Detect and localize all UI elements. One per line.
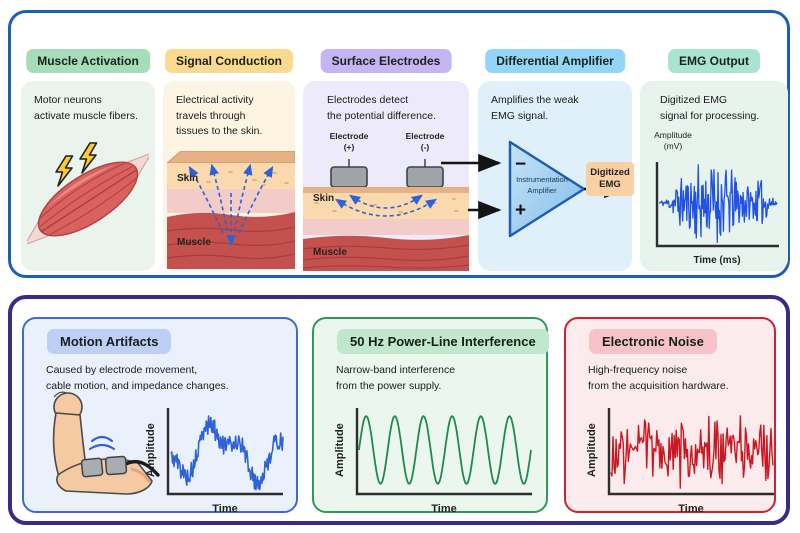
power-line-description: Narrow-band interference from the power …: [336, 364, 456, 392]
step-badge-signal-conduction: Signal Conduction: [165, 49, 293, 73]
chart-ylabel: Amplitude: [586, 423, 598, 477]
chart-ylabel: Amplitude: [334, 423, 346, 477]
chart-axes: [655, 162, 779, 248]
electronic-noise-description: High-frequency noise from the acquisitio…: [588, 364, 729, 392]
chart-axes: [355, 408, 532, 496]
chart-axes: [166, 408, 283, 496]
signal-conduction-description: Electrical activity travels through tiss…: [176, 94, 263, 138]
card-surface-electrodes: Electrodes detect the potential differen…: [303, 81, 469, 271]
signal-chain-panel: Muscle Activation Signal Conduction Surf…: [8, 10, 790, 278]
electrode-plus-label: Electrode (+): [329, 131, 369, 153]
skin-label: Skin: [313, 193, 335, 204]
muscle-activation-description: Motor neurons activate muscle fibers.: [34, 94, 138, 122]
flexed-arm-illustration: [52, 391, 160, 495]
step-badge-muscle-activation: Muscle Activation: [26, 49, 150, 73]
muscle-fiber-lines: [303, 244, 469, 269]
muscle-illustration: [27, 142, 149, 246]
arm-shading: [130, 467, 151, 483]
signal-propagation-arrows: [188, 163, 274, 247]
chart-plot: [166, 408, 284, 496]
chart-plot: [355, 408, 532, 496]
amplifier-minus-sign: −: [515, 154, 527, 175]
electrode-cable: [122, 459, 160, 477]
motion-artifacts-description: Caused by electrode movement, cable moti…: [46, 364, 229, 392]
surface-electrodes-description: Electrodes detect the potential differen…: [327, 94, 436, 122]
lightning-icon: [55, 142, 98, 187]
emg-chart-xlabel: Time (ms): [693, 255, 741, 266]
chart-xlabel: Time: [212, 503, 238, 515]
card-signal-conduction: Electrical activity travels through tiss…: [163, 81, 295, 271]
noise-sources-panel: Motion Artifacts Caused by electrode mov…: [8, 295, 790, 525]
emg-output-chart: Time (ms): [651, 158, 783, 266]
step-badge-surface-electrodes: Surface Electrodes: [320, 49, 452, 73]
skin-surface-layer: [167, 151, 295, 164]
step-badge-emg-output: EMG Output: [668, 49, 760, 73]
noise-waveform: [610, 415, 774, 489]
muscle-body: [27, 152, 149, 246]
wander-waveform: [170, 415, 284, 491]
card-power-line-interference: 50 Hz Power-Line Interference Narrow-ban…: [312, 317, 549, 515]
motion-lines-icon: [88, 435, 116, 451]
amplifier-label: Instrumentation Amplifier: [516, 175, 568, 195]
chart-axes: [607, 408, 774, 496]
muscle-label: Muscle: [177, 237, 211, 248]
skin-layers-diagram: [167, 151, 295, 269]
differential-amplifier-description: Amplifies the weak EMG signal.: [491, 94, 579, 122]
electronic-noise-title: Electronic Noise: [589, 329, 717, 354]
electrode-pad: [104, 455, 128, 476]
emg-chart-ylabel: Amplitude (mV): [654, 130, 692, 152]
electrode-pad-minus: [406, 166, 444, 188]
skin-texture-dots: [182, 171, 289, 186]
card-muscle-activation: Motor neurons activate muscle fibers.: [21, 81, 155, 271]
power-line-chart: Amplitude Time: [334, 404, 537, 515]
potential-difference-arrows: [334, 194, 438, 217]
sine-waveform: [358, 415, 532, 485]
fat-layer: [303, 219, 469, 235]
card-electronic-noise: Electronic Noise High-frequency noise fr…: [564, 317, 779, 515]
chart-xlabel: Time: [431, 503, 457, 515]
muscle-layer: [303, 235, 469, 271]
skin-layer: [167, 163, 295, 189]
digitized-emg-badge: Digitized EMG: [586, 162, 634, 196]
skin-label: Skin: [177, 173, 199, 184]
power-line-title: 50 Hz Power-Line Interference: [337, 329, 549, 354]
card-motion-artifacts: Motion Artifacts Caused by electrode mov…: [22, 317, 298, 515]
card-emg-output: Digitized EMG signal for processing. Amp…: [640, 81, 788, 271]
muscle-label: Muscle: [313, 247, 347, 258]
emg-output-description: Digitized EMG signal for processing.: [660, 94, 760, 122]
motion-artifact-chart: Amplitude Time: [145, 404, 288, 515]
electrode-minus-label: Electrode (-): [405, 131, 445, 153]
electrode-skin-diagram: [303, 159, 469, 271]
motion-artifacts-title: Motion Artifacts: [47, 329, 172, 354]
chart-xlabel: Time: [678, 503, 704, 515]
electronic-noise-chart: Amplitude Time: [586, 404, 779, 515]
electrode-pad: [80, 457, 104, 478]
emg-chart-plot: [655, 162, 779, 248]
amplifier-plus-sign: +: [515, 200, 527, 221]
chart-plot: [607, 408, 774, 496]
emg-waveform: [658, 164, 778, 243]
skin-surface-layer: [303, 187, 469, 193]
chart-ylabel: Amplitude: [145, 423, 157, 477]
electrode-pad-plus: [330, 166, 368, 188]
step-badge-differential-amplifier: Differential Amplifier: [485, 49, 625, 73]
